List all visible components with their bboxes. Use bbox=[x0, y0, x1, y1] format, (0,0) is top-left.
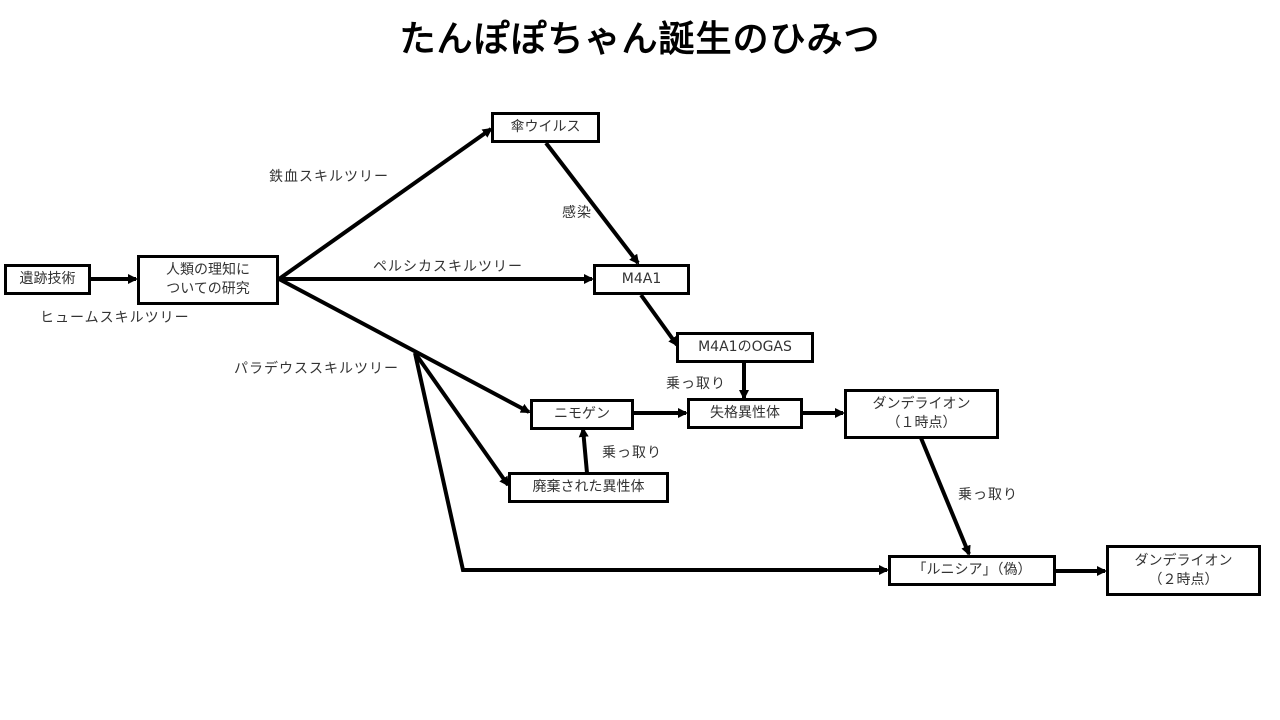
label-infection: 感染 bbox=[562, 205, 592, 221]
node-ogas: M4A1のOGAS bbox=[676, 332, 814, 363]
label-takeover-haiki: 乗っ取り bbox=[602, 445, 662, 461]
edge-kasa-m4a1 bbox=[544, 141, 640, 265]
node-jinrui: 人類の理知に ついての研究 bbox=[137, 255, 279, 305]
label-takeover-ogas: 乗っ取り bbox=[666, 376, 726, 392]
node-iseki: 遺跡技術 bbox=[4, 264, 91, 295]
label-takeover-dandelion: 乗っ取り bbox=[958, 487, 1018, 503]
diagram-title: たんぽぽちゃん誕生のひみつ bbox=[399, 19, 881, 60]
node-kasa: 傘ウイルス bbox=[491, 112, 600, 143]
node-shikkaku: 失格異性体 bbox=[687, 398, 803, 429]
edge-m4a1-ogas bbox=[639, 293, 679, 347]
node-dandelion1: ダンデライオン （１時点） bbox=[844, 389, 999, 439]
label-tekketsu-skilltree: 鉄血スキルツリー bbox=[269, 169, 389, 185]
edge-jinrui-kasa bbox=[277, 127, 493, 281]
node-haiki: 廃棄された異性体 bbox=[508, 472, 669, 503]
edge-haiki-nimogen bbox=[578, 427, 589, 474]
edge-jinrui-nimogen bbox=[278, 277, 531, 414]
edge-dandelion1-lunisia bbox=[919, 437, 971, 556]
node-dandelion2: ダンデライオン （２時点） bbox=[1106, 545, 1261, 596]
label-hume-skilltree: ヒュームスキルツリー bbox=[40, 310, 190, 326]
node-lunisia: 「ルニシア」（偽） bbox=[888, 555, 1056, 586]
label-paradeus-skilltree: パラデウススキルツリー bbox=[234, 361, 399, 377]
edge-branch-lunisia bbox=[413, 352, 889, 575]
node-m4a1: M4A1 bbox=[593, 264, 690, 295]
label-persica-skilltree: ペルシカスキルツリー bbox=[373, 259, 523, 275]
node-nimogen: ニモゲン bbox=[530, 399, 634, 430]
edge-branch-haiki bbox=[413, 351, 510, 487]
